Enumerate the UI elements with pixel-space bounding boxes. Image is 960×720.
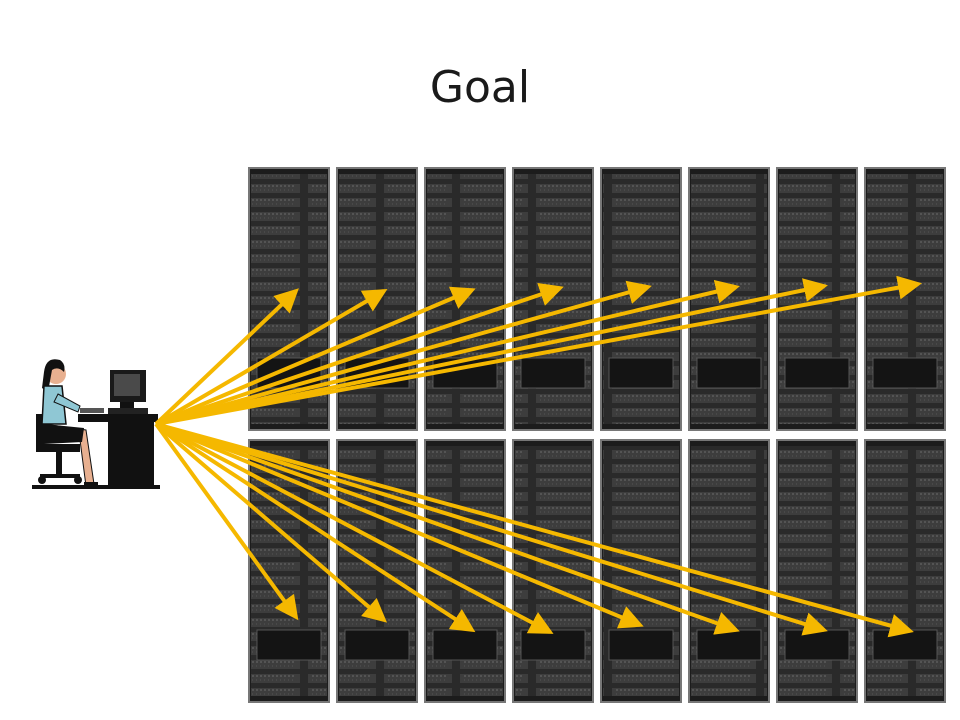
server-rack-icon — [864, 439, 946, 703]
connection-arrow — [155, 280, 652, 426]
server-rack-icon — [336, 167, 418, 431]
connection-arrow — [155, 275, 922, 426]
server-rack-icon — [864, 167, 946, 431]
server-rack-icon — [424, 439, 506, 703]
connection-arrow — [155, 286, 476, 426]
server-rack-icon — [600, 167, 682, 431]
server-rack-icon — [688, 439, 770, 703]
person-at-computer-icon — [32, 359, 160, 489]
server-rack-icon — [600, 439, 682, 703]
connection-arrow — [155, 283, 564, 426]
server-rack-icon — [512, 439, 594, 703]
connection-arrow — [154, 422, 388, 623]
connection-arrow — [154, 422, 476, 633]
connection-arrow — [155, 278, 828, 426]
server-rack-icon — [776, 439, 858, 703]
connection-arrow — [155, 422, 644, 629]
connection-arrow — [154, 422, 299, 621]
rack-grid — [248, 167, 946, 703]
connection-arrow — [155, 422, 828, 636]
connection-arrow — [154, 288, 388, 426]
connection-arrow — [155, 279, 740, 426]
connection-arrow — [155, 422, 554, 634]
server-rack-icon — [336, 439, 418, 703]
connection-arrows — [154, 275, 922, 638]
connection-arrow — [155, 422, 740, 635]
connection-arrow — [154, 288, 299, 426]
slide-title: Goal — [429, 62, 531, 113]
server-rack-icon — [424, 167, 506, 431]
connection-arrow — [155, 422, 914, 638]
